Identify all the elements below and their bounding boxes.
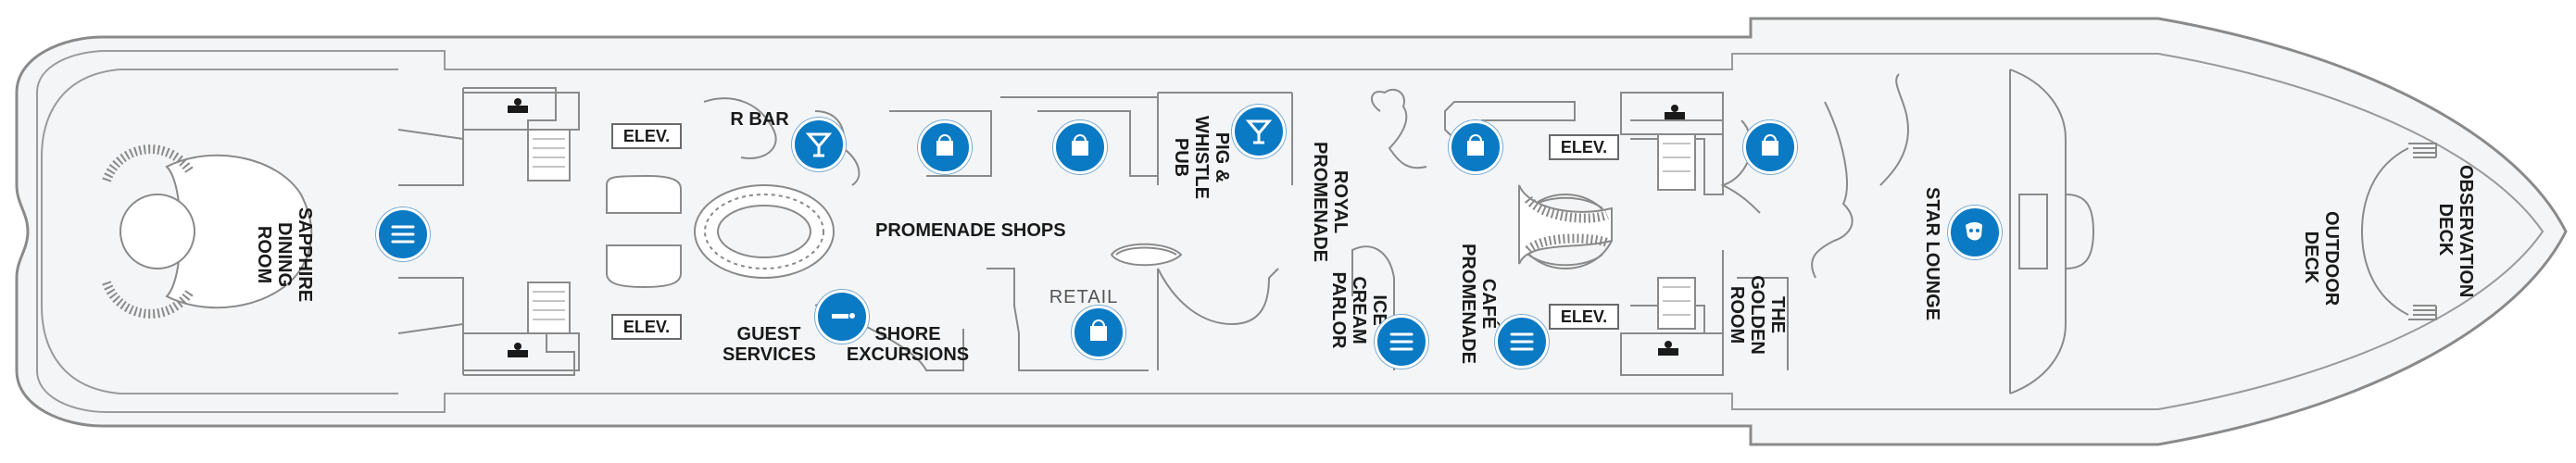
information-icon[interactable]: [815, 290, 869, 344]
star-lounge-label: STAR LOUNGE: [1922, 187, 1942, 321]
r-bar-label: R BAR: [730, 109, 789, 130]
restroom-icons: [508, 98, 1685, 357]
dining-icon[interactable]: [1495, 315, 1549, 369]
shore-excursions-label: SHORE EXCURSIONS: [846, 324, 970, 365]
elevator-label: ELEV.: [611, 123, 682, 149]
retail-label: RETAIL: [1049, 287, 1119, 307]
shopping-bag-icon[interactable]: [1743, 120, 1797, 174]
cocktail-icon[interactable]: [792, 118, 846, 171]
cocktail-icon[interactable]: [1232, 105, 1286, 158]
guest-services-label: GUEST SERVICES: [723, 324, 816, 365]
cafe-promenade-label: CAFÉ PROMENADE: [1458, 244, 1499, 365]
observation-deck-label: OBSERVATION DECK: [2435, 165, 2476, 298]
golden-room-label: THE GOLDEN ROOM: [1727, 275, 1788, 355]
sapphire-dining-room-label: SAPPHIRE DINING ROOM: [254, 206, 315, 303]
dining-icon[interactable]: [1375, 315, 1428, 369]
elevator-label: ELEV.: [1549, 134, 1619, 160]
elevator-label: ELEV.: [611, 314, 682, 340]
royal-promenade-label: ROYAL PROMENADE: [1310, 142, 1351, 263]
outdoor-deck-label: OUTDOOR DECK: [2301, 211, 2342, 307]
pig-whistle-pub-label: PIG & WHISTLE PUB: [1171, 116, 1232, 199]
promenade-shops-label: PROMENADE SHOPS: [875, 220, 1066, 241]
elevator-label: ELEV.: [1549, 304, 1619, 330]
shopping-bag-icon[interactable]: [1053, 120, 1107, 174]
shopping-bag-icon[interactable]: [1072, 306, 1125, 359]
shopping-bag-icon[interactable]: [1449, 120, 1502, 174]
theater-masks-icon[interactable]: [1948, 206, 2002, 259]
shopping-bag-icon[interactable]: [918, 120, 972, 174]
dining-icon[interactable]: [376, 207, 430, 261]
